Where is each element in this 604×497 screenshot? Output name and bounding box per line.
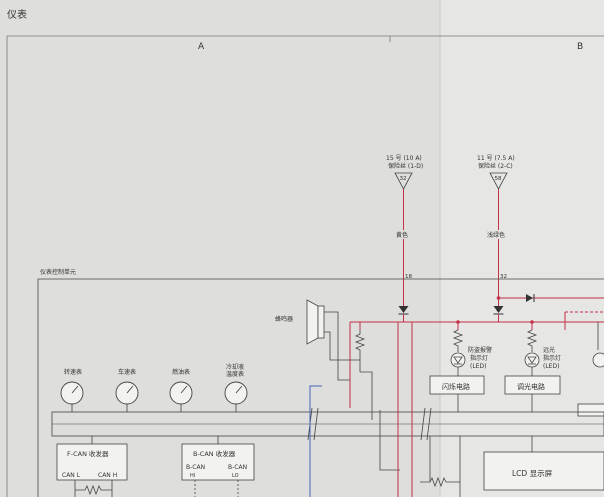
flash-circuit-box <box>429 375 485 395</box>
wire-label-bg-2 <box>484 230 516 239</box>
pin-32: 32 <box>500 274 507 280</box>
resistor-3 <box>526 329 538 352</box>
wire-1-color: 黄色 <box>396 231 408 239</box>
led-security-icon <box>450 352 466 368</box>
ind-1-line2: 指示灯 <box>470 354 488 362</box>
label-line: 冷却液 <box>226 363 244 371</box>
diode-2 <box>493 306 504 313</box>
fuse-1-number: 32 <box>400 176 407 182</box>
led-partial-icon <box>592 352 604 368</box>
bcan-title: B-CAN 收发器 <box>193 449 236 458</box>
diode-1 <box>398 306 409 313</box>
fuse-1-sub: 保险丝 (1-D) <box>388 162 423 170</box>
ind-1-line3: (LED) <box>470 363 486 370</box>
fuse-2-name: 11 号 (7.5 A) <box>477 155 515 162</box>
fcan-title: F-CAN 收发器 <box>67 449 109 458</box>
can-terminator <box>75 484 112 496</box>
pin-18: 18 <box>405 274 412 280</box>
bcan-pin-lo-sub: LO <box>232 473 239 479</box>
flash-circuit-label: 闪烁电路 <box>442 382 470 391</box>
driver-circuit <box>360 371 373 420</box>
fcan-pin-h: CAN H <box>98 472 117 479</box>
paper-right <box>440 0 604 497</box>
gauge-fuel <box>169 381 193 412</box>
ind-1-line1: 防盗报警 <box>468 346 492 354</box>
resistor-2 <box>452 329 464 352</box>
paper-left <box>0 0 440 497</box>
gauge-tach <box>60 381 84 412</box>
gauge-3-label: 燃油表 <box>172 368 190 376</box>
page-title: 仪表 <box>7 8 27 21</box>
dim-circuit-label: 调光电路 <box>517 382 545 391</box>
gauge-coolant <box>224 381 248 412</box>
gauge-4-label: 冷却液温度表 <box>226 363 244 378</box>
bcan-pin-hi-sub: HI <box>190 473 195 479</box>
wire-blue <box>309 385 322 497</box>
fuse-2-number: 58 <box>495 176 502 182</box>
resistor-1 <box>354 330 366 372</box>
gauge-2-label: 车速表 <box>118 368 136 376</box>
gauge-1-label: 转速表 <box>64 368 82 376</box>
ind-2-line3: (LED) <box>543 363 559 370</box>
fuse-1-name: 15 号 (10 A) <box>386 155 422 162</box>
unit-frame <box>37 278 604 497</box>
zone-label-b: B <box>577 42 583 52</box>
buzzer-icon <box>306 299 319 345</box>
buzzer-label: 蜂鸣器 <box>275 315 293 323</box>
dim-circuit-box <box>504 375 561 395</box>
unit-label: 仪表控制单元 <box>40 268 76 276</box>
diode-3 <box>526 294 533 302</box>
ind-2-line1: 远光 <box>543 346 555 354</box>
bcan-pin-hi: B-CAN <box>186 464 205 471</box>
gauge-speedo <box>115 381 139 412</box>
bcan-transceiver-box <box>181 443 255 481</box>
lcd-label: LCD 显示屏 <box>512 469 553 478</box>
resistor-4 <box>420 476 460 488</box>
label-line: 温度表 <box>226 370 244 378</box>
bcan-pin-lo: B-CAN <box>228 464 247 471</box>
wire-label-bg-1 <box>392 230 416 239</box>
lcd-display-box <box>483 451 604 491</box>
fuse-2-sub: 保险丝 (2-C) <box>478 162 513 170</box>
fuse-1-symbol <box>394 172 413 190</box>
led-highbeam-icon <box>524 352 540 368</box>
partial-box <box>577 403 604 417</box>
fcan-pin-l: CAN L <box>62 472 81 479</box>
ind-2-line2: 指示灯 <box>543 354 561 362</box>
zone-label-a: A <box>198 42 205 52</box>
fuse-2-symbol <box>489 172 508 190</box>
wire-2-color: 浅绿色 <box>487 231 505 239</box>
fcan-transceiver-box <box>56 443 128 481</box>
